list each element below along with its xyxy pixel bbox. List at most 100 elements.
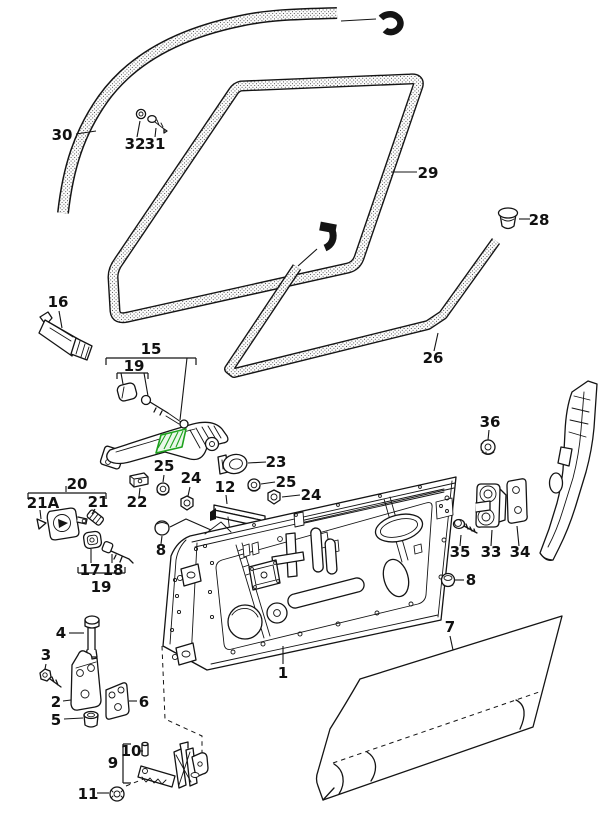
grommet-8-right <box>440 572 456 588</box>
part-label-17[interactable]: 17 <box>80 561 101 579</box>
bracket-9 <box>122 743 131 784</box>
screw-31 <box>147 114 168 134</box>
door-shell-1 <box>162 476 457 671</box>
part-label-22[interactable]: 22 <box>127 493 148 511</box>
part-label-33[interactable]: 33 <box>481 543 502 561</box>
part-label-12[interactable]: 12 <box>215 478 236 496</box>
nut-25-right <box>247 478 261 492</box>
part-label-36[interactable]: 36 <box>480 413 501 431</box>
leader-section-symbol-mid <box>297 248 318 267</box>
part-label-24b[interactable]: 24 <box>301 486 322 504</box>
door-check-9 <box>137 741 209 789</box>
leader-8a <box>169 518 212 531</box>
part-label-11[interactable]: 11 <box>78 785 99 803</box>
key-18 <box>101 540 134 564</box>
leader-36 <box>487 429 490 441</box>
seal-section-symbol-top <box>378 11 404 36</box>
part-label-8a[interactable]: 8 <box>156 541 166 559</box>
nut-24-left <box>180 495 194 511</box>
plug-28 <box>497 207 519 230</box>
part-label-21A[interactable]: 21A <box>27 494 60 512</box>
handle-gasket-highlight[interactable] <box>155 428 187 454</box>
grommet-8-left <box>154 520 170 536</box>
screw-3 <box>39 668 62 688</box>
part-label-25b[interactable]: 25 <box>276 473 297 491</box>
part-label-32[interactable]: 32 <box>125 135 146 153</box>
spring-21 <box>86 509 105 526</box>
leader-5 <box>63 717 84 720</box>
leader-34 <box>516 525 520 547</box>
leader-22 <box>138 487 141 498</box>
leader-16 <box>58 310 63 329</box>
part-label-2[interactable]: 2 <box>51 693 61 711</box>
leader-25a <box>162 474 165 483</box>
key-cap-19 <box>116 382 138 402</box>
part-label-21[interactable]: 21 <box>88 493 109 511</box>
part-label-24a[interactable]: 24 <box>181 469 202 487</box>
bracket-19a <box>116 372 149 379</box>
part-label-1[interactable]: 1 <box>278 664 288 682</box>
tube-16 <box>38 311 93 361</box>
part-label-19b[interactable]: 19 <box>91 578 112 596</box>
seal-26 <box>224 238 501 378</box>
part-label-34[interactable]: 34 <box>510 543 531 561</box>
wedge-21A <box>36 518 47 530</box>
leader-2 <box>62 699 72 702</box>
part-label-20[interactable]: 20 <box>67 475 88 493</box>
striker-33 <box>475 483 507 528</box>
leader-19a <box>120 372 124 385</box>
part-label-10[interactable]: 10 <box>121 742 142 760</box>
part-label-9[interactable]: 9 <box>108 754 118 772</box>
grouping-brackets <box>27 357 197 784</box>
nut-36 <box>480 439 496 455</box>
leader-25b <box>260 481 276 485</box>
part-label-30[interactable]: 30 <box>52 126 73 144</box>
part-label-29[interactable]: 29 <box>418 164 439 182</box>
gasket-23 <box>217 453 248 475</box>
hinge-2 <box>70 650 102 711</box>
nut-11 <box>109 786 125 802</box>
part-label-23[interactable]: 23 <box>266 453 287 471</box>
leader-30 <box>75 130 97 135</box>
part-label-5[interactable]: 5 <box>51 711 61 729</box>
nut-25-left <box>156 482 170 496</box>
seal-section-symbol-mid <box>319 221 337 252</box>
part-label-31[interactable]: 31 <box>145 135 166 153</box>
bushing-5 <box>83 710 99 728</box>
alignment-dashed-lines <box>125 645 203 787</box>
bracket-19b <box>77 567 126 574</box>
leader-19a <box>143 372 149 397</box>
part-label-16[interactable]: 16 <box>48 293 69 311</box>
part-label-3[interactable]: 3 <box>41 646 51 664</box>
leader-3 <box>44 663 47 670</box>
leader-12 <box>225 494 228 505</box>
part-label-35[interactable]: 35 <box>450 543 471 561</box>
leader-21 <box>91 508 96 515</box>
part-label-28[interactable]: 28 <box>529 211 550 229</box>
part-label-4[interactable]: 4 <box>56 624 66 642</box>
bracket-20 <box>27 492 107 499</box>
shim-34 <box>506 478 528 524</box>
part-label-25a[interactable]: 25 <box>154 457 175 475</box>
part-label-8b[interactable]: 8 <box>466 571 476 589</box>
part-label-18[interactable]: 18 <box>103 561 124 579</box>
leader-24b <box>281 494 301 498</box>
leader-31 <box>154 127 157 138</box>
key-19 <box>140 394 182 425</box>
leader-32 <box>136 120 141 138</box>
key-cap-17 <box>82 530 103 550</box>
part-label-7[interactable]: 7 <box>445 618 455 636</box>
seal-30 <box>57 7 338 214</box>
leader-26 <box>433 332 439 352</box>
seal-29 <box>107 73 424 324</box>
shim-6 <box>105 682 130 720</box>
lock-cylinder-20 <box>46 507 88 541</box>
part-label-19a[interactable]: 19 <box>124 357 145 375</box>
part-label-26[interactable]: 26 <box>423 349 444 367</box>
leader-8a <box>160 535 163 545</box>
part-label-15[interactable]: 15 <box>141 340 162 358</box>
part-label-6[interactable]: 6 <box>139 693 149 711</box>
